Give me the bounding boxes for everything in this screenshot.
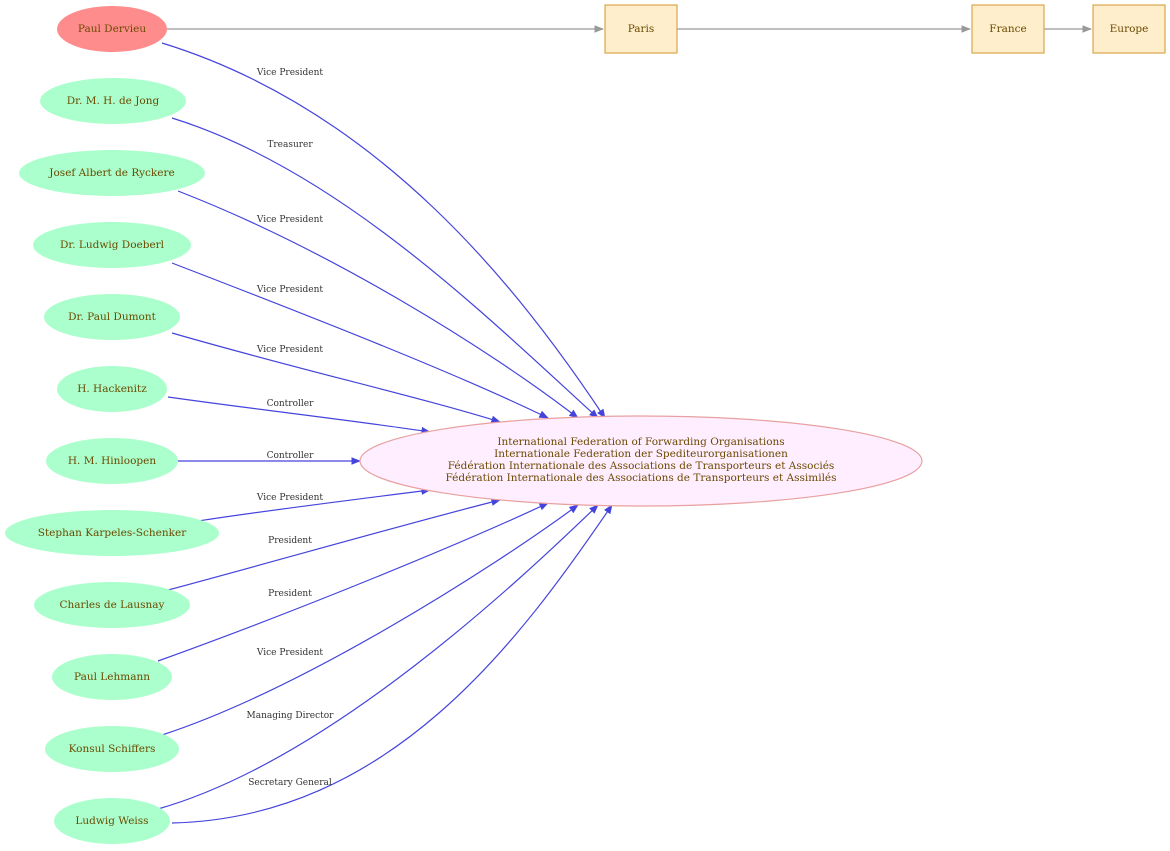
role-edge xyxy=(161,504,579,736)
person-name: Paul Dervieu xyxy=(78,23,146,35)
role-edge xyxy=(197,487,431,522)
organization-name-line: International Federation of Forwarding O… xyxy=(497,436,784,448)
person-name: Dr. Ludwig Doeberl xyxy=(60,239,165,251)
person-node-karpeles-schenker[interactable]: Stephan Karpeles-Schenker xyxy=(5,510,219,556)
role-edge xyxy=(177,190,579,419)
edge-label: Treasurer xyxy=(267,140,313,150)
person-node-dumont[interactable]: Dr. Paul Dumont xyxy=(44,294,180,340)
role-edge xyxy=(167,498,501,591)
person-node-hinloopen[interactable]: H. M. Hinloopen xyxy=(46,438,178,484)
role-edge xyxy=(171,117,599,419)
person-name: H. M. Hinloopen xyxy=(68,455,156,467)
place-node-france[interactable]: France xyxy=(971,4,1045,54)
edge-label: Vice President xyxy=(256,285,324,295)
person-node-doeberl[interactable]: Dr. Ludwig Doeberl xyxy=(33,222,191,268)
person-node-de-lausnay[interactable]: Charles de Lausnay xyxy=(34,582,190,628)
place-node-paris[interactable]: Paris xyxy=(604,4,678,54)
edge-labels: Vice President Treasurer Vice President … xyxy=(247,68,335,788)
person-node-lehmann[interactable]: Paul Lehmann xyxy=(52,654,172,700)
person-name: H. Hackenitz xyxy=(77,383,147,395)
organization-node[interactable]: International Federation of Forwarding O… xyxy=(359,415,923,507)
edge-label: President xyxy=(268,589,312,599)
role-edge xyxy=(157,504,599,810)
place-node-europe[interactable]: Europe xyxy=(1092,4,1166,54)
person-node-de-jong[interactable]: Dr. M. H. de Jong xyxy=(40,78,186,124)
role-edges xyxy=(157,42,613,824)
edge-label: Managing Director xyxy=(247,711,335,721)
person-node-hackenitz[interactable]: H. Hackenitz xyxy=(57,366,167,412)
person-node-paul-dervieu[interactable]: Paul Dervieu xyxy=(57,6,167,52)
edge-label: Vice President xyxy=(256,345,324,355)
role-edge xyxy=(167,396,431,435)
role-edge xyxy=(171,504,613,824)
person-node-de-ryckere[interactable]: Josef Albert de Ryckere xyxy=(19,150,205,196)
role-edge xyxy=(171,262,549,419)
edge-label: Vice President xyxy=(256,215,324,225)
person-name: Stephan Karpeles-Schenker xyxy=(38,527,187,539)
organization-name-line: Internationale Federation der Spediteuro… xyxy=(494,448,788,460)
place-label: Paris xyxy=(628,23,655,35)
person-name: Josef Albert de Ryckere xyxy=(48,167,174,179)
person-name: Charles de Lausnay xyxy=(60,599,165,611)
organization-name-line: Fédération Internationale des Associatio… xyxy=(448,460,835,472)
edge-label: Vice President xyxy=(256,493,324,503)
place-label: Europe xyxy=(1110,23,1149,35)
person-node-schiffers[interactable]: Konsul Schiffers xyxy=(45,726,179,772)
person-name: Ludwig Weiss xyxy=(75,815,148,827)
edge-label: Vice President xyxy=(256,68,324,78)
edge-label: Controller xyxy=(267,451,315,461)
role-edge xyxy=(157,502,549,662)
edge-label: President xyxy=(268,536,312,546)
person-name: Paul Lehmann xyxy=(74,671,150,683)
role-edge xyxy=(171,332,501,424)
edge-label: Secretary General xyxy=(248,778,332,788)
person-name: Konsul Schiffers xyxy=(69,743,156,755)
edge-label: Vice President xyxy=(256,648,324,658)
person-node-weiss[interactable]: Ludwig Weiss xyxy=(54,798,170,844)
person-name: Dr. Paul Dumont xyxy=(68,311,156,323)
person-name: Dr. M. H. de Jong xyxy=(67,95,160,107)
edge-label: Controller xyxy=(267,399,315,409)
role-edge xyxy=(161,42,606,419)
place-label: France xyxy=(989,23,1026,35)
organization-name-line: Fédération Internationale des Associatio… xyxy=(445,472,836,484)
